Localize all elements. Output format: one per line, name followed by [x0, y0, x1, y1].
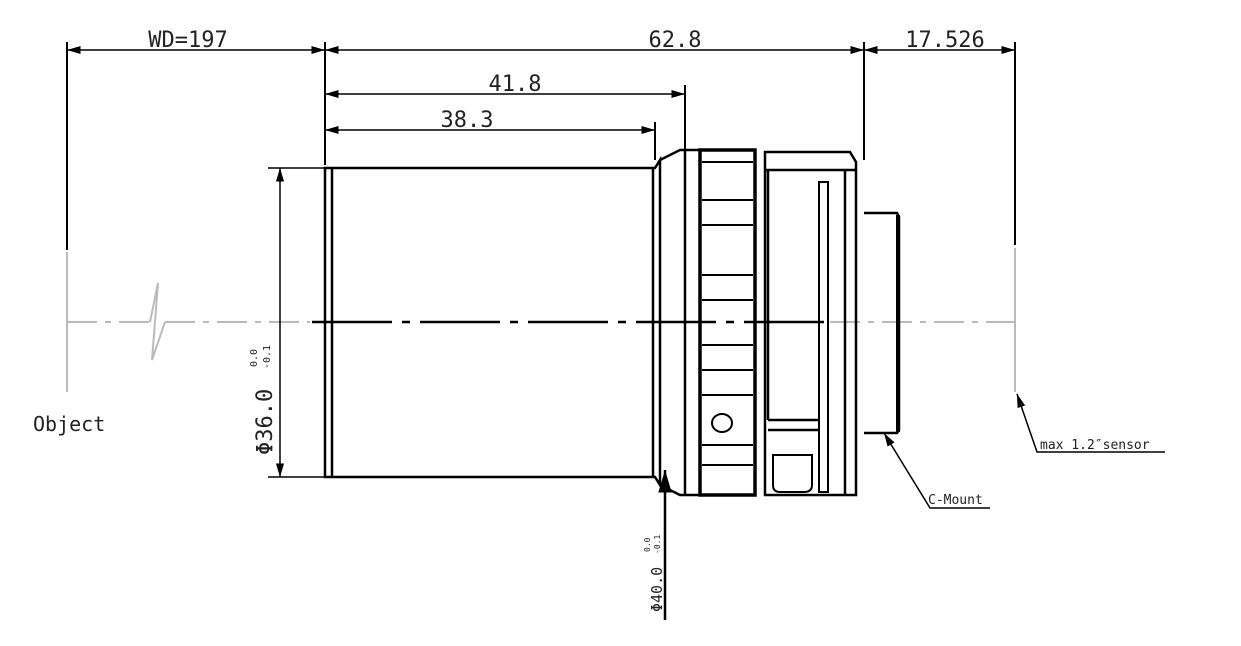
total-length-label: 62.8 — [649, 28, 702, 53]
iris-ring — [763, 150, 858, 497]
wd-label: WD=197 — [148, 28, 227, 53]
svg-text:Φ36.0: Φ36.0 — [253, 389, 278, 455]
barrel-diameter-label: Φ36.0 0.0 -0.1 — [249, 345, 278, 455]
svg-text:0.0: 0.0 — [643, 537, 652, 552]
lens-body — [323, 148, 901, 497]
extension-lines — [66, 42, 1016, 250]
svg-text:-0.1: -0.1 — [653, 535, 662, 554]
svg-text:Φ40.0: Φ40.0 — [648, 567, 666, 612]
length-38-label: 38.3 — [441, 108, 494, 133]
sensor-label: max 1.2″sensor — [1040, 438, 1150, 453]
svg-text:-0.1: -0.1 — [262, 345, 273, 369]
leader-lines — [883, 393, 1165, 509]
object-label: Object — [33, 412, 105, 436]
c-mount-label: C-Mount — [928, 493, 983, 508]
svg-text:0.0: 0.0 — [249, 349, 260, 367]
length-41-label: 41.8 — [489, 72, 542, 97]
locking-screw — [711, 413, 733, 433]
flange-back-label: 17.526 — [905, 28, 984, 53]
front-diameter-label: Φ40.0 0.0 -0.1 — [643, 535, 666, 612]
dimension-lines — [67, 45, 1015, 620]
focus-ring — [698, 148, 757, 497]
reference-lines — [66, 248, 1016, 392]
